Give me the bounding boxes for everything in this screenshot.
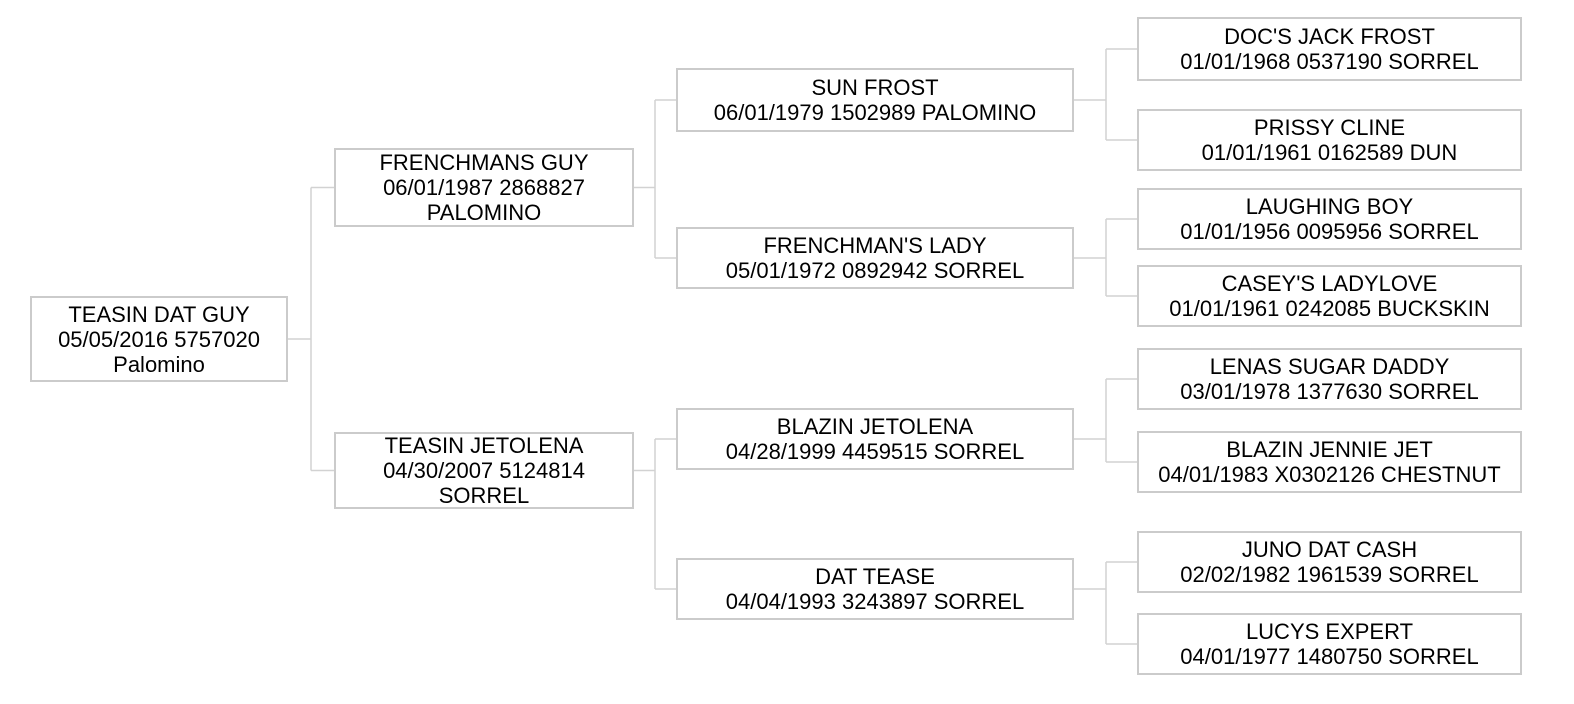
horse-name: PRISSY CLINE [1253,115,1406,140]
horse-name: BLAZIN JENNIE JET [1226,437,1433,462]
horse-name: DOC'S JACK FROST [1224,24,1435,49]
horse-details: 02/02/1982 1961539 SORREL [1180,562,1479,587]
horse-name: SUN FROST [811,75,939,100]
connector-bracket-sire_dam [1074,218,1137,297]
horse-details: 01/01/1968 0537190 SORREL [1180,49,1479,74]
horse-name: CASEY'S LADYLOVE [1221,271,1438,296]
horse-name: LENAS SUGAR DADDY [1209,354,1450,379]
horse-name: TEASIN DAT GUY [68,301,250,327]
horse-details: SORREL [438,483,530,508]
horse-details: 04/04/1993 3243897 SORREL [725,589,1025,614]
horse-details: 04/01/1983 X0302126 CHESTNUT [1158,462,1501,487]
horse-details: 04/30/2007 5124814 [383,458,585,483]
horse-name: FRENCHMANS GUY [379,150,589,175]
connector-bracket-sire [634,99,676,259]
horse-details: PALOMINO [426,200,542,225]
connector-bracket-dam_sire [1074,378,1137,463]
connector-bracket-sire_sire [1074,48,1137,141]
horse-name: LAUGHING BOY [1245,194,1414,219]
horse-name: BLAZIN JETOLENA [776,414,974,439]
connector-bracket-subject [288,186,334,472]
horse-details: 01/01/1956 0095956 SORREL [1180,219,1479,244]
horse-details: 03/01/1978 1377630 SORREL [1180,379,1479,404]
connector-bracket-dam [634,438,676,590]
horse-name: DAT TEASE [815,564,935,589]
horse-details: 04/28/1999 4459515 SORREL [725,439,1025,464]
horse-name: FRENCHMAN'S LADY [763,233,987,258]
horse-details: 05/01/1972 0892942 SORREL [725,258,1025,283]
horse-name: TEASIN JETOLENA [384,433,584,458]
horse-details: 04/01/1977 1480750 SORREL [1180,644,1479,669]
horse-details: 06/01/1979 1502989 PALOMINO [713,100,1037,125]
horse-details: 01/01/1961 0242085 BUCKSKIN [1169,296,1490,321]
horse-name: LUCYS EXPERT [1245,619,1414,644]
connector-bracket-dam_dam [1074,561,1137,645]
horse-details: 06/01/1987 2868827 [383,175,585,200]
horse-name: JUNO DAT CASH [1241,537,1418,562]
horse-details: 01/01/1961 0162589 DUN [1201,140,1458,165]
horse-details: Palomino [113,351,205,377]
horse-details: 05/05/2016 5757020 [58,326,260,352]
